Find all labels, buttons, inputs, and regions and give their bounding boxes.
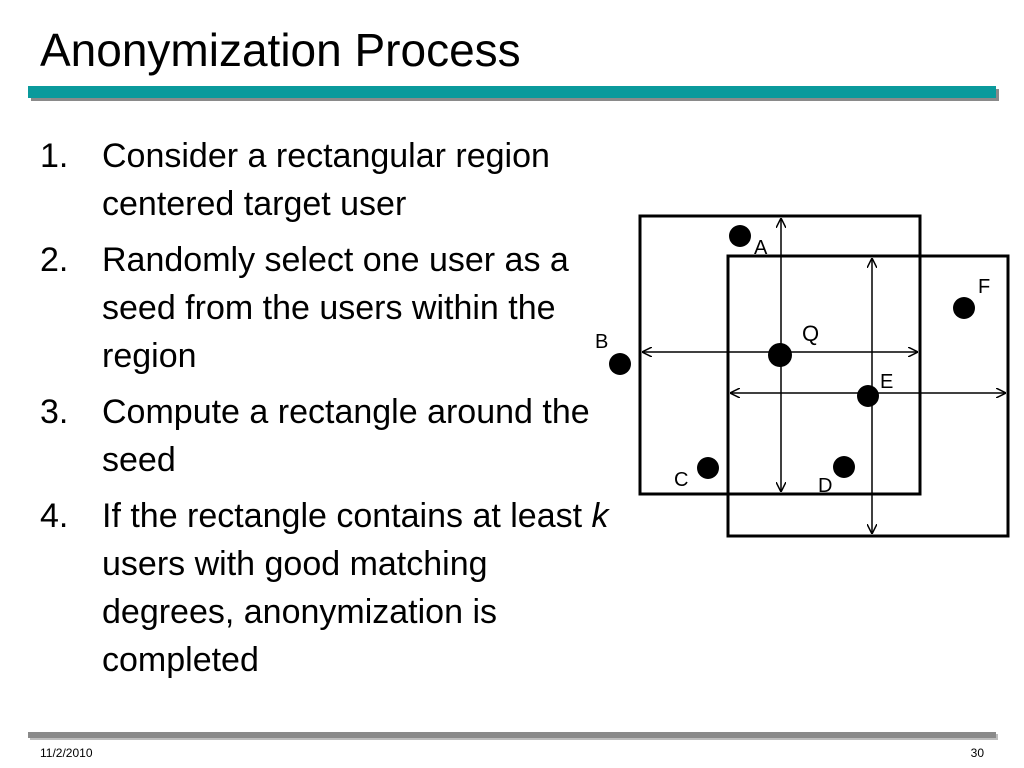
step-text: Randomly select one user as a seed from … [102,241,569,375]
point-label-d: D [818,475,832,497]
point-label-q: Q [802,321,819,346]
step-number: 2. [40,241,69,279]
user-point-c [697,457,719,479]
point-label-a: A [754,237,768,259]
user-point-d [833,456,855,478]
steps-list: 1. Consider a rectangular region centere… [40,132,610,692]
step-item: 1. Consider a rectangular region centere… [40,132,610,228]
step-text: Compute a rectangle around the seed [102,393,590,479]
user-point-e [857,385,879,407]
point-label-f: F [978,276,990,298]
point-label-b: B [595,331,608,353]
point-label-e: E [880,371,893,393]
seed-rectangle [726,254,1010,538]
step-number: 1. [40,137,69,175]
step-number: 4. [40,497,69,535]
target-region-rectangle [638,214,922,496]
step-text: If the rectangle contains at least k use… [102,492,610,684]
title-underline-bar [28,86,996,98]
page-number: 30 [970,746,984,760]
step-text-end: users with good matching degrees, anonym… [102,545,498,679]
user-point-q [768,343,792,367]
footer-date: 11/2/2010 [40,746,93,760]
k-variable: k [591,497,609,535]
point-label-c: C [674,469,688,491]
step-text: Consider a rectangular region centered t… [102,137,550,223]
user-point-f [953,297,975,319]
step-text-start: If the rectangle contains at least [102,497,592,535]
step-item: 4. If the rectangle contains at least k … [40,492,610,684]
step-item: 3. Compute a rectangle around the seed [40,388,610,484]
user-point-a [729,225,751,247]
footer-bar [28,732,996,738]
user-point-b [609,353,631,375]
step-number: 3. [40,393,69,431]
slide-title: Anonymization Process [40,24,521,76]
step-item: 2. Randomly select one user as a seed fr… [40,236,610,380]
